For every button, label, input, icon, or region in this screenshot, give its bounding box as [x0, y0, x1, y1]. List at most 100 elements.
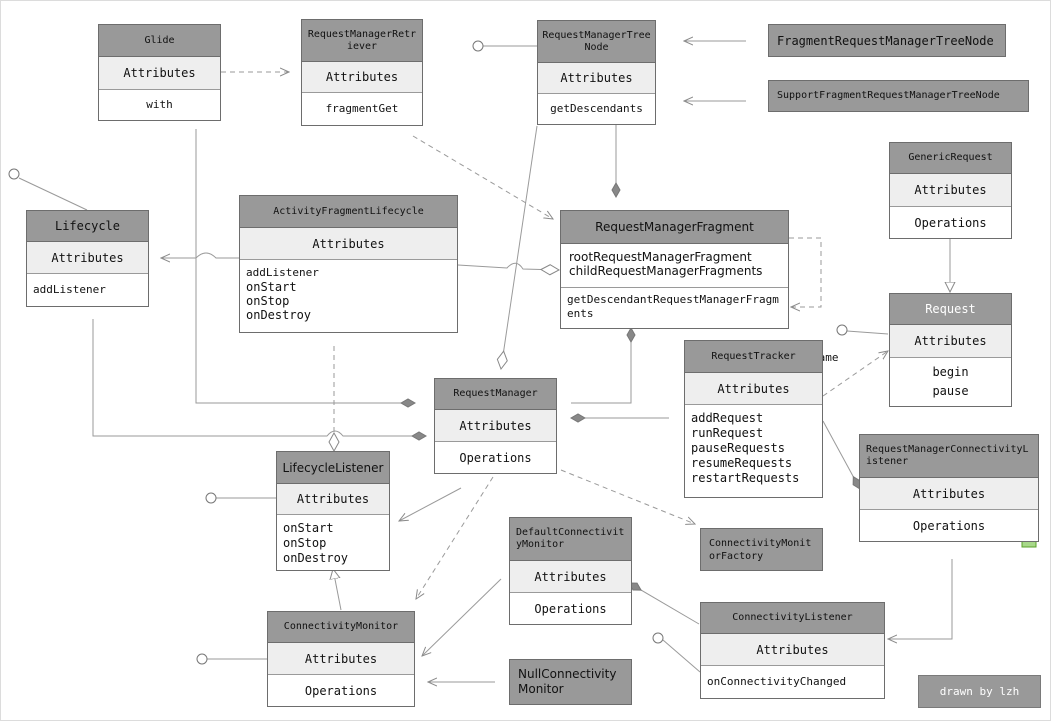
class-attributes: Attributes — [435, 410, 556, 442]
class-attributes: Attributes — [890, 325, 1011, 358]
class-name: ConnectivityMonitor — [268, 612, 414, 643]
class-activity-fragment-lifecycle[interactable]: ActivityFragmentLifecycle Attributes add… — [239, 195, 458, 333]
class-name: Lifecycle — [27, 211, 148, 242]
class-attributes: Attributes — [302, 62, 422, 93]
operation-item: onDestroy — [246, 308, 312, 322]
operation-item: getDescendantRequestManagerFragments — [567, 293, 779, 320]
attribute-item: childRequestManagerFragments — [569, 264, 763, 278]
operation-item: onStart — [283, 521, 334, 535]
edge-request-lollipop — [846, 330, 889, 335]
class-attributes: Attributes — [240, 228, 457, 260]
note-null-connectivity-monitor[interactable]: NullConnectivityMonitor — [509, 659, 632, 705]
class-attributes: Attributes — [268, 643, 414, 675]
note-fragment-request-manager-tree-node[interactable]: FragmentRequestManagerTreeNode — [768, 24, 1006, 57]
class-attributes: Attributes — [510, 561, 631, 593]
edge-rt-rmcl — [822, 420, 861, 490]
class-name: ActivityFragmentLifecycle — [240, 196, 457, 228]
class-lifecycle-listener[interactable]: LifecycleListener Attributes onStart onS… — [276, 451, 390, 571]
edge-afl-lifecycle — [161, 252, 239, 258]
operation-item: with — [146, 98, 173, 111]
class-operations: addListener onStart onStop onDestroy — [240, 260, 457, 325]
class-attributes: rootRequestManagerFragment childRequestM… — [561, 244, 788, 288]
operation-item: onStop — [283, 536, 327, 550]
operation-item: Operations — [912, 518, 986, 533]
class-operations: begin pause — [890, 358, 1011, 406]
operation-item: onDestroy — [283, 551, 349, 565]
operation-item: addListener — [33, 283, 106, 296]
class-operations: getDescendantRequestManagerFragments — [561, 288, 788, 324]
class-operations: getDescendants — [538, 94, 655, 124]
class-request-manager[interactable]: RequestManager Attributes Operations — [434, 378, 557, 474]
class-glide[interactable]: Glide Attributes with — [98, 24, 221, 121]
class-request-manager-tree-node[interactable]: RequestManagerTreeNode Attributes getDes… — [537, 20, 656, 125]
class-operations: addRequest runRequest pauseRequests resu… — [685, 405, 822, 489]
class-generic-request[interactable]: GenericRequest Attributes Operations — [889, 142, 1012, 239]
class-operations: onStart onStop onDestroy — [277, 515, 389, 569]
edge-rmf-self — [789, 237, 822, 307]
class-attributes: Attributes — [685, 373, 822, 405]
attribute-item: rootRequestManagerFragment — [569, 250, 752, 264]
class-default-connectivity-monitor[interactable]: DefaultConnectivityMonitor Attributes Op… — [509, 517, 632, 625]
class-name: RequestManager — [435, 379, 556, 410]
class-operations: fragmentGet — [302, 93, 422, 125]
edge-cl-lollipop — [662, 639, 701, 673]
operation-item: Operations — [459, 450, 532, 465]
class-operations: with — [99, 90, 220, 120]
author-credit: drawn by lzh — [918, 675, 1041, 708]
operation-item: Operations — [914, 215, 987, 230]
edge-rm-rmf — [571, 326, 636, 404]
class-request[interactable]: Request Attributes begin pause — [889, 293, 1012, 407]
class-connectivity-listener[interactable]: ConnectivityListener Attributes onConnec… — [700, 602, 885, 699]
class-attributes: Attributes — [890, 174, 1011, 207]
edge-lifecycle-lollipop — [18, 177, 88, 211]
class-name: Request — [890, 294, 1011, 325]
class-operations: Operations — [435, 442, 556, 473]
operation-item: pause — [932, 384, 969, 398]
class-attributes: Attributes — [860, 478, 1038, 510]
operation-item: addRequest — [691, 411, 764, 425]
class-name: RequestManagerConnectivityListener — [860, 435, 1038, 478]
operation-item: Operations — [534, 601, 607, 616]
class-name: DefaultConnectivityMonitor — [510, 518, 631, 561]
edge-rmcl-cl — [888, 559, 953, 639]
edge-afl-rmf — [457, 262, 559, 270]
class-name: LifecycleListener — [277, 452, 389, 484]
edge-glide-rm — [195, 129, 417, 408]
class-name: RequestManagerFragment — [561, 211, 788, 244]
class-request-manager-connectivity-listener[interactable]: RequestManagerConnectivityListener Attri… — [859, 434, 1039, 542]
edge-cm-ll — [333, 569, 342, 611]
class-operations: Operations — [860, 510, 1038, 541]
operation-item: onStart — [246, 280, 297, 294]
operation-item: runRequest — [691, 426, 764, 440]
class-name: GenericRequest — [890, 143, 1011, 174]
class-attributes: Attributes — [538, 63, 655, 94]
class-attributes: Attributes — [277, 484, 389, 515]
operation-item: onConnectivityChanged — [707, 674, 847, 688]
class-operations: Operations — [268, 675, 414, 706]
edge-cl-dcm — [628, 582, 700, 625]
edge-lifecycle-rm — [92, 319, 428, 441]
operation-item: restartRequests — [691, 471, 800, 485]
note-support-fragment-request-manager-tree-node[interactable]: SupportFragmentRequestManagerTreeNode — [768, 80, 1029, 112]
operation-item: fragmentGet — [325, 102, 399, 115]
operation-item: getDescendants — [550, 102, 643, 115]
class-name: RequestManagerTreeNode — [538, 21, 655, 63]
class-attributes: Attributes — [27, 242, 148, 274]
note-connectivity-monitor-factory[interactable]: ConnectivityMonitorFactory — [700, 528, 823, 571]
class-name: Glide — [99, 25, 220, 57]
class-request-tracker[interactable]: RequestTracker Attributes addRequest run… — [684, 340, 823, 498]
edge-rt-request — [822, 351, 888, 397]
operation-item: resumeRequests — [691, 456, 793, 470]
class-lifecycle[interactable]: Lifecycle Attributes addListener — [26, 210, 149, 307]
class-name: RequestTracker — [685, 341, 822, 373]
class-operations: Operations — [890, 207, 1011, 238]
class-request-manager-fragment[interactable]: RequestManagerFragment rootRequestManage… — [560, 210, 789, 329]
class-attributes: Attributes — [701, 634, 884, 666]
operation-item: addListener — [246, 266, 319, 279]
class-connectivity-monitor[interactable]: ConnectivityMonitor Attributes Operation… — [267, 611, 415, 707]
class-attributes: Attributes — [99, 57, 220, 90]
operation-item: Operations — [304, 683, 378, 698]
class-request-manager-retriever[interactable]: RequestManagerRetriever Attributes fragm… — [301, 19, 423, 126]
